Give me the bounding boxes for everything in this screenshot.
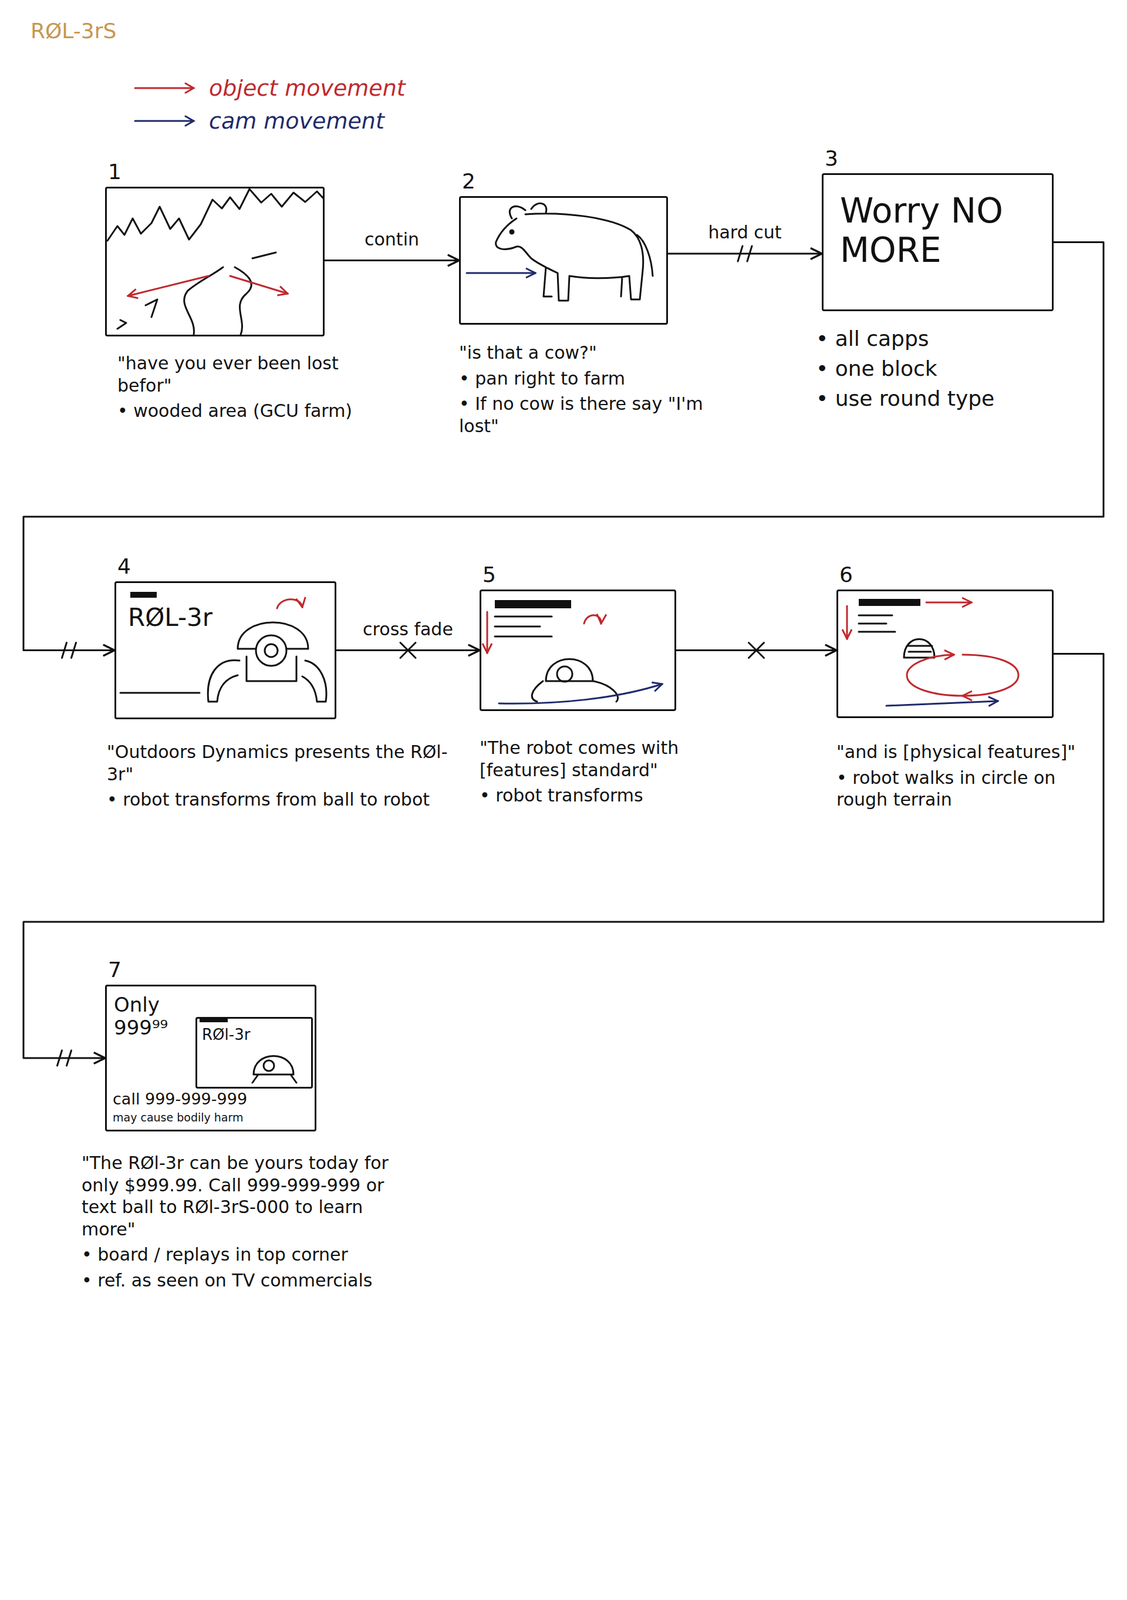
camera-arrow: [498, 683, 663, 704]
storyboard-frame: 1: [105, 186, 325, 337]
caption-note: "The RØl-3r can be yours today for only …: [81, 1151, 399, 1240]
page-tag: RØL-3rS: [30, 17, 266, 45]
robot-sketch: [531, 659, 618, 703]
legend-sample: [132, 79, 198, 97]
cut-mark: [737, 245, 752, 262]
frame-text: call 999-999-999: [112, 1089, 248, 1109]
walk-loop: [906, 654, 963, 696]
robot-sketch: [903, 639, 935, 659]
caption-group: "is that a cow?" • pan right to farm• If …: [459, 341, 735, 437]
storyboard-frame: 7Only 999⁹⁹call 999-999-999may cause bod…: [105, 984, 317, 1132]
ground-line: [120, 692, 200, 694]
caption-note: "Outdoors Dynamics presents the RØl-3r": [106, 740, 471, 785]
legend-row: object movement: [132, 71, 406, 105]
object-arrow: [127, 275, 209, 296]
object-arrow: [846, 605, 849, 639]
caption-group: "and is [physical features]"• robot walk…: [836, 740, 1107, 811]
camera-arrow: [886, 700, 998, 706]
walk-loop: [962, 654, 1019, 696]
tree-scribble: [117, 252, 276, 329]
caption-note: • If no cow is there say "I'm lost": [459, 392, 735, 437]
transition-label: cross fade: [360, 618, 456, 640]
cut-mark: [62, 642, 77, 659]
robot-eye: [263, 1060, 275, 1071]
caption-note: "have you ever been lost befor": [117, 352, 388, 397]
redacted-bar: [858, 598, 921, 606]
storyboard-frame: 6: [836, 589, 1054, 718]
legend: object movement cam movement: [132, 71, 406, 138]
caption-note: • robot transforms from ball to robot: [106, 788, 471, 811]
object-arrow: [926, 601, 972, 604]
caption-note: • wooded area (GCU farm): [117, 399, 388, 423]
legend-text: object movement: [208, 75, 406, 101]
caption-group: "Outdoors Dynamics presents the RØl-3r" •…: [106, 740, 471, 811]
frame-text: may cause bodily harm: [112, 1110, 244, 1125]
robot-eye: [255, 635, 287, 666]
transition-label: hard cut: [705, 221, 784, 244]
redacted-bar: [130, 591, 157, 598]
caption-note: • pan right to farm: [459, 367, 735, 390]
object-arrow: [486, 611, 489, 653]
caption-group: "have you ever been lost befor"• wooded …: [117, 352, 388, 423]
caption-note: • robot walks in circle on rough terrain: [836, 766, 1107, 811]
crossfade-mark: [748, 642, 765, 659]
cow-sketch: [495, 203, 653, 301]
caption-note: "and is [physical features]": [836, 740, 1107, 764]
frame-number: 5: [482, 561, 496, 587]
cut-mark: [57, 1050, 72, 1066]
flow-arrow: [667, 252, 822, 255]
storyboard-frame: 3Worry NO MORE: [821, 173, 1054, 312]
redacted-bar: [199, 1017, 228, 1022]
caption-note: • ref. as seen on TV commercials: [81, 1269, 399, 1292]
caption-group: • all capps • one block • use round type: [815, 325, 1063, 412]
text-lines: [858, 615, 896, 632]
caption-group: "The robot comes with [features] standar…: [479, 736, 744, 807]
robot-sketch: [252, 1055, 297, 1083]
redacted-bar: [494, 599, 572, 609]
storyboard-frame: 2: [459, 196, 668, 325]
flow-arrow: [23, 653, 1104, 1059]
caption-group: "The RØl-3r can be yours today for only …: [81, 1151, 399, 1291]
robot-eye: [557, 666, 573, 682]
caption-note: • board / replays in top corner: [81, 1243, 399, 1266]
rotate-arrow: [584, 615, 602, 624]
caption-note: "is that a cow?": [459, 341, 735, 364]
caption-group: RØL-3rS: [30, 17, 266, 45]
robot-eye: [264, 643, 278, 657]
frame-number: 3: [824, 145, 839, 171]
camera-arrow: [466, 272, 536, 275]
storyboard-frame: 5: [479, 589, 677, 711]
cow-eye: [510, 230, 514, 234]
crossfade-mark: [400, 642, 416, 659]
frame-number: 1: [108, 159, 122, 185]
legend-text: cam movement: [208, 108, 385, 134]
caption-note: "The robot comes with [features] standar…: [479, 736, 744, 781]
frame-text: RØl-3r: [201, 1025, 251, 1044]
caption-note: • one block: [815, 355, 1063, 382]
frame-number: 4: [117, 553, 131, 579]
text-lines: [494, 616, 552, 637]
frame-number: 7: [108, 956, 122, 983]
frame-text: Only 999⁹⁹: [113, 993, 194, 1039]
legend-row: cam movement: [132, 104, 406, 138]
flow-arrow: [324, 259, 460, 262]
frame-text: Worry NO MORE: [839, 191, 1043, 270]
storyboard-frame: 4RØL-3r: [114, 581, 337, 720]
mountain-line: [107, 189, 324, 241]
caption-note: • robot transforms: [479, 784, 744, 807]
legend-sample: [132, 112, 198, 130]
inset-box: RØl-3r: [195, 1016, 313, 1089]
robot-sketch: [207, 622, 327, 702]
frame-number: 6: [839, 561, 853, 587]
frame-number: 2: [461, 168, 476, 194]
caption-note: • use round type: [815, 385, 1063, 412]
caption-note: • all capps: [815, 325, 1063, 352]
rotate-arrow: [277, 599, 303, 609]
object-arrow: [230, 275, 288, 294]
transition-label: contin: [362, 228, 422, 251]
frame-text: RØL-3r: [127, 602, 213, 633]
